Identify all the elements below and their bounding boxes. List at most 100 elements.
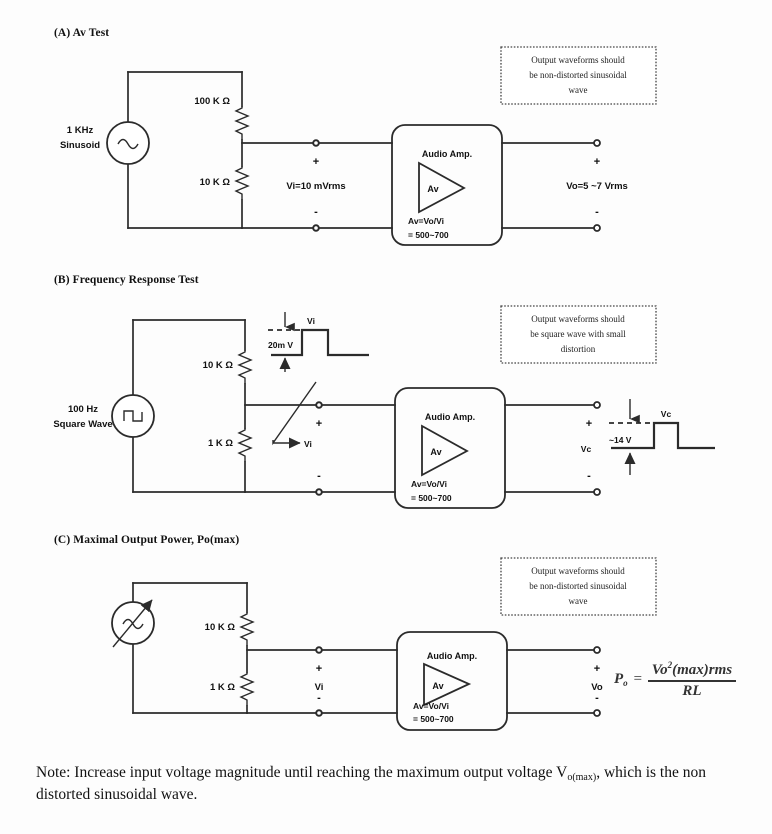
- section-c-input-terminal-plus: [315, 646, 323, 654]
- power-formula-bar: [647, 680, 737, 682]
- bottom-note: Note: Increase input voltage magnitude u…: [36, 762, 748, 807]
- section-a-amp-triangle-icon: [418, 161, 466, 214]
- bottom-note-subscript: o(max): [567, 772, 597, 783]
- section-c-resistor-top-value: 10 K Ω: [205, 622, 236, 633]
- section-a-input-plus: +: [313, 156, 319, 168]
- section-a-resistor-top-value: 100 K Ω: [194, 96, 230, 107]
- section-b-resistor-bottom-value: 1 K Ω: [208, 438, 233, 449]
- section-a-sine-glyph-icon: [117, 138, 139, 150]
- section-c-output-terminal-plus: [593, 646, 601, 654]
- section-c-amp-block: [396, 631, 508, 731]
- section-c-sine-glyph-icon: [122, 618, 144, 630]
- section-b-amp-gain-line2: = 500~700: [411, 493, 452, 503]
- section-c-output-minus: -: [595, 692, 599, 704]
- section-c-note-line2: be non-distorted sinusoidal: [529, 581, 627, 591]
- section-a-amp-title: Audio Amp.: [422, 149, 472, 159]
- section-b-resistor-top-icon: [237, 350, 253, 384]
- section-c-note-line3: wave: [569, 596, 588, 606]
- section-b-source-label-line2: Square Wave: [53, 419, 112, 430]
- section-c-input-plus: +: [316, 663, 322, 675]
- section-a-amp-gain-line2: = 500~700: [408, 230, 449, 240]
- section-b-input-waveform-name: Vi: [307, 316, 315, 326]
- section-c-input-label: Vi: [315, 682, 324, 693]
- section-a-input-terminal-plus: [312, 139, 320, 147]
- section-a-output-plus: +: [594, 156, 600, 168]
- section-b-amp-gain-line1: Av=Vo/Vi: [411, 479, 447, 489]
- section-b-input-minus: -: [317, 470, 321, 482]
- section-a-resistor-bottom-icon: [234, 166, 250, 200]
- section-c-amp-gain-line2: = 500~700: [413, 714, 454, 724]
- section-a-input-terminal-minus: [312, 224, 320, 232]
- section-b-output-terminal-minus: [593, 488, 601, 496]
- section-c-output-plus: +: [594, 663, 600, 675]
- section-b-output-minus: -: [587, 470, 591, 482]
- section-a-amp-gain-line1: Av=Vo/Vi: [408, 216, 444, 226]
- section-b-square-glyph-icon: [123, 410, 143, 422]
- section-c-output-terminal-minus: [593, 709, 601, 717]
- section-a-amp-block: [391, 124, 503, 246]
- section-c-output-label: Vo: [591, 682, 603, 693]
- section-a-source-label-line2: Sinusoid: [60, 140, 100, 151]
- power-formula-numerator: Vo2(max)rms: [651, 660, 733, 678]
- section-b-note-line2: be square wave with small: [530, 329, 626, 339]
- power-formula-fraction: Vo2(max)rms RL: [647, 660, 737, 700]
- section-c-resistor-bottom-icon: [239, 672, 255, 706]
- bottom-note-tail: , which is the non distorted sinusoidal …: [36, 764, 706, 804]
- section-a-input-minus: -: [314, 206, 318, 218]
- section-b-note-line3: distortion: [561, 344, 596, 354]
- section-b-input-terminal-plus: [315, 401, 323, 409]
- section-a-note-box: [500, 46, 657, 105]
- section-b-output-label: Vc: [581, 444, 592, 454]
- power-formula-denominator: RL: [682, 682, 702, 699]
- section-b-pointer-leader-line: [272, 381, 317, 446]
- section-b-input-waveform-amplitude: 20m V: [268, 340, 293, 350]
- section-b-title: (B) Frequency Response Test: [54, 274, 199, 286]
- section-c-input-terminal-minus: [315, 709, 323, 717]
- section-b-amp-triangle-label: Av: [430, 447, 441, 457]
- section-a-input-label: Vi=10 mVrms: [286, 181, 345, 192]
- power-formula: Po = Vo2(max)rms RL: [614, 660, 737, 700]
- section-a-note-line3: wave: [569, 85, 588, 95]
- section-b-input-terminal-minus: [315, 488, 323, 496]
- section-a-resistor-top-icon: [234, 106, 250, 140]
- section-b-output-waveform-icon: [611, 421, 715, 450]
- section-b-output-waveform-amplitude: ~14 V: [609, 435, 632, 445]
- section-c-resistor-top-icon: [239, 612, 255, 646]
- section-a-output-minus: -: [595, 206, 599, 218]
- section-c-variable-arrow-icon: [112, 599, 153, 648]
- section-c-amp-triangle-label: Av: [432, 681, 443, 691]
- section-a-resistor-bottom-value: 10 K Ω: [200, 177, 231, 188]
- section-b-output-terminal-plus: [593, 401, 601, 409]
- section-b-pointer-label: Vi: [304, 439, 312, 449]
- section-b-output-waveform-name: Vc: [661, 409, 672, 419]
- section-c-amp-triangle-icon: [423, 662, 472, 707]
- section-c-amp-gain-line1: Av=Vo/Vi: [413, 701, 449, 711]
- section-a-note-line2: be non-distorted sinusoidal: [529, 70, 627, 80]
- section-b-note-box: [500, 305, 657, 364]
- section-b-input-waveform-icon: [271, 328, 369, 357]
- bottom-note-lead: Note: Increase input voltage magnitude u…: [36, 764, 568, 781]
- section-b-amp-title: Audio Amp.: [425, 412, 475, 422]
- section-b-amp-block: [394, 387, 506, 509]
- section-b-source-label-line1: 100 Hz: [68, 404, 98, 415]
- section-c-input-minus: -: [317, 692, 321, 704]
- section-b-note-line1: Output waveforms should: [531, 314, 625, 324]
- section-b-input-plus: +: [316, 418, 322, 430]
- section-a-output-label: Vo=5 ~7 Vrms: [566, 181, 628, 192]
- section-c-note-line1: Output waveforms should: [531, 566, 625, 576]
- section-a-note-line1: Output waveforms should: [531, 55, 625, 65]
- section-a-title: (A) Av Test: [54, 27, 109, 39]
- section-c-resistor-bottom-value: 1 K Ω: [210, 682, 235, 693]
- section-c-title: (C) Maximal Output Power, Po(max): [54, 534, 239, 546]
- section-a-output-terminal-minus: [593, 224, 601, 232]
- section-c-note-box: [500, 557, 657, 616]
- section-b-resistor-top-value: 10 K Ω: [203, 360, 234, 371]
- section-c-amp-title: Audio Amp.: [427, 651, 477, 661]
- power-formula-equals: =: [632, 671, 643, 688]
- power-formula-lhs: Po: [614, 671, 628, 689]
- section-a-source-label-line1: 1 KHz: [67, 125, 94, 136]
- section-b-output-plus: +: [586, 418, 592, 430]
- section-b-amp-triangle-icon: [421, 424, 469, 477]
